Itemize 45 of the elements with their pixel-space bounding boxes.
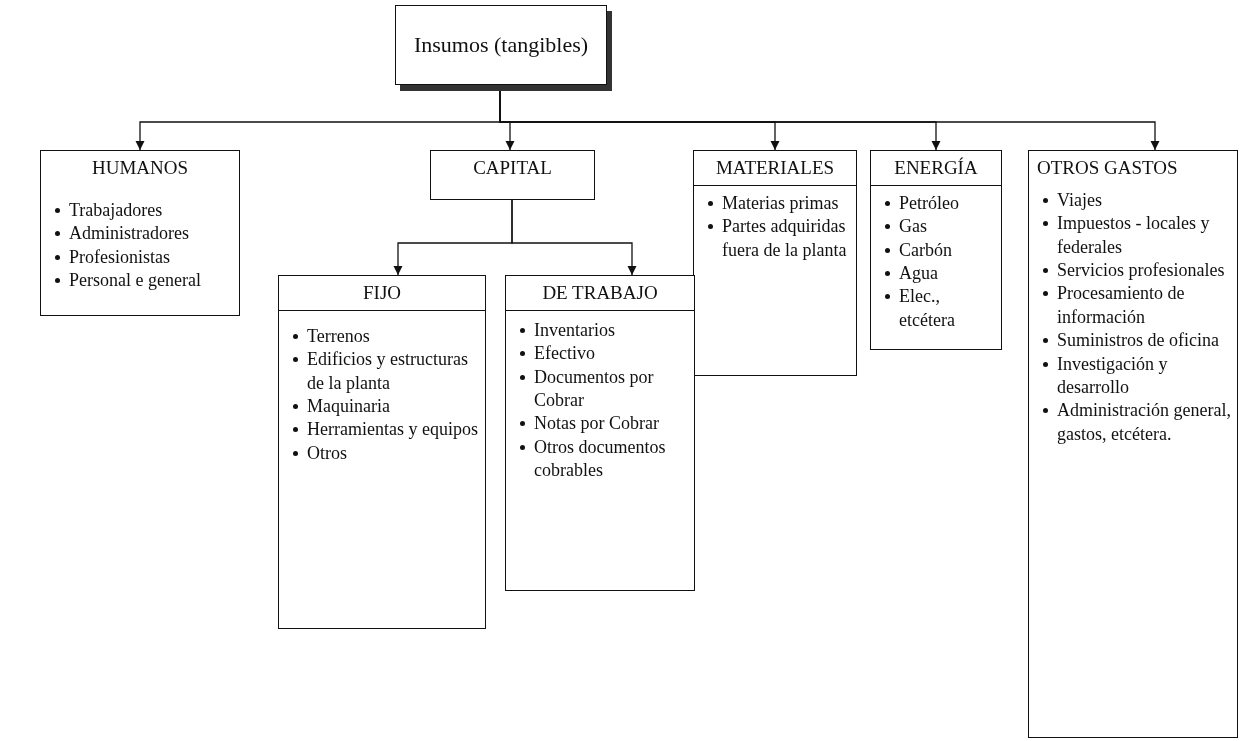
list-item: Materias primas xyxy=(704,191,850,216)
list-item: Edificios y estructuras de la planta xyxy=(289,348,479,395)
list-item: Personal e general xyxy=(51,269,233,293)
heading: ENERGÍA xyxy=(871,151,1001,186)
list-item: Administración general, gastos, etcétera. xyxy=(1039,399,1231,447)
list-item: Herramientas y equipos xyxy=(289,418,479,442)
list-item: Terrenos xyxy=(289,324,479,349)
list-item: Petróleo xyxy=(881,191,995,216)
category-box xyxy=(40,150,240,316)
list-item: Investigación y desarrollo xyxy=(1039,352,1231,400)
category-box xyxy=(1028,150,1238,738)
category-box xyxy=(278,275,486,629)
category-box xyxy=(430,150,595,200)
list-item: Partes adquiridas fuera de la planta xyxy=(704,215,850,262)
list-item: Efectivo xyxy=(516,342,688,366)
list-item: Trabajadores xyxy=(51,198,233,223)
list-item: Profesionistas xyxy=(51,245,233,269)
list-item: Carbón xyxy=(881,238,995,262)
list-item: Inventarios xyxy=(516,318,688,343)
list-item: Suministros de oficina xyxy=(1039,329,1231,353)
list-item: Otros documentos cobrables xyxy=(516,435,688,483)
heading: DE TRABAJO xyxy=(506,276,694,311)
list-item: Maquinaria xyxy=(289,395,479,419)
heading: OTROS GASTOS xyxy=(1036,156,1179,180)
heading: MATERIALES xyxy=(694,151,856,186)
category-box xyxy=(693,150,857,376)
category-box xyxy=(870,150,1002,350)
list-item: Procesamiento de información xyxy=(1039,282,1231,330)
list-item: Elec., etcétera xyxy=(881,285,995,333)
list-item: Administradores xyxy=(51,222,233,246)
heading: CAPITAL xyxy=(472,156,553,180)
list-item: Otros xyxy=(289,441,479,466)
category-box xyxy=(505,275,695,591)
list-item: Gas xyxy=(881,215,995,239)
list-item: Servicios profesionales xyxy=(1039,259,1231,283)
heading: FIJO xyxy=(279,276,485,311)
list-item: Viajes xyxy=(1039,188,1231,213)
connector-arrow xyxy=(511,199,637,276)
heading: HUMANOS xyxy=(90,156,190,180)
list-item: Documentos por Cobrar xyxy=(516,365,688,413)
connector-arrow xyxy=(499,90,1160,151)
list-item: Agua xyxy=(881,262,995,286)
list-item: Impuestos - locales y federales xyxy=(1039,212,1231,259)
heading: Insumos (tangibles) xyxy=(412,31,590,60)
list-item: Notas por Cobrar xyxy=(516,412,688,436)
